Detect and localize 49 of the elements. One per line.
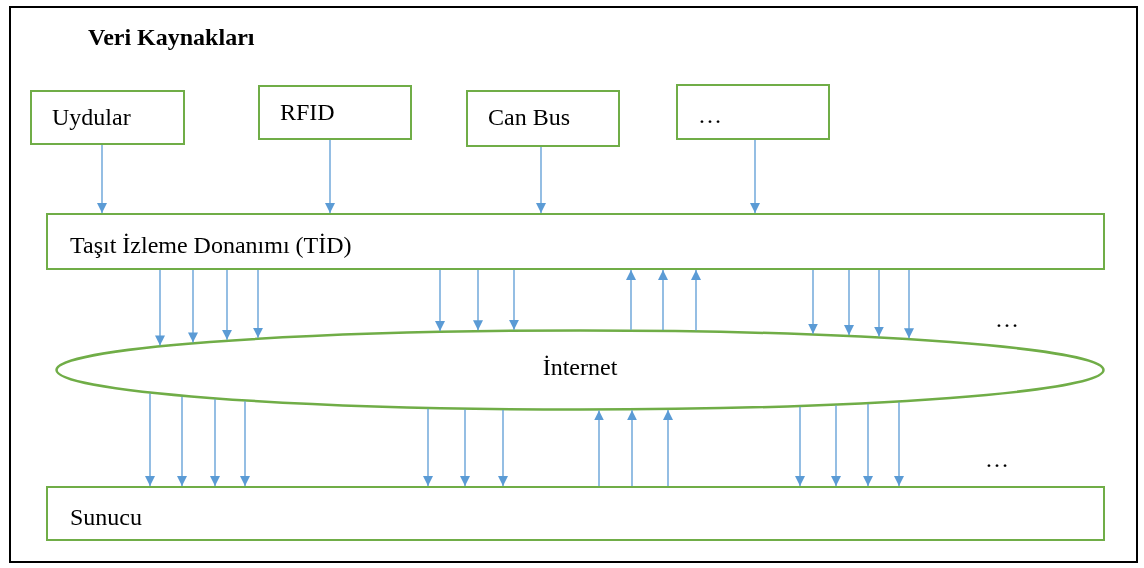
arrow <box>691 269 701 332</box>
arrow <box>627 409 637 487</box>
network-ellipse <box>55 329 1105 411</box>
arrow <box>844 269 854 336</box>
arrow <box>626 269 636 331</box>
arrow <box>594 409 604 487</box>
node-text: Taşıt İzleme Donanımı (TİD) <box>70 232 352 259</box>
node-text: RFID <box>280 99 335 126</box>
arrow <box>188 269 198 344</box>
arrow <box>658 269 668 331</box>
process-box <box>258 85 412 140</box>
arrow <box>473 269 483 331</box>
node-text: Sunucu <box>70 504 142 531</box>
arrow <box>210 398 220 487</box>
process-box <box>466 90 620 147</box>
arrow <box>145 392 155 487</box>
arrow <box>750 139 760 214</box>
arrow <box>831 404 841 487</box>
arrow <box>325 139 335 214</box>
arrow <box>240 400 250 487</box>
ellipsis-label: … <box>995 306 1019 333</box>
arrow <box>863 403 873 487</box>
arrow <box>795 406 805 487</box>
arrow <box>177 396 187 487</box>
arrow <box>253 269 263 339</box>
node-text: Uydular <box>52 104 131 131</box>
arrow <box>460 408 470 487</box>
arrow <box>808 269 818 335</box>
process-box <box>30 90 185 145</box>
arrow <box>536 146 546 214</box>
process-box <box>676 84 830 140</box>
node-text: … <box>698 102 722 129</box>
arrow <box>894 401 904 487</box>
diagram-title: Veri Kaynakları <box>88 24 255 51</box>
arrow <box>435 269 445 332</box>
arrow <box>155 269 165 347</box>
process-box <box>46 213 1105 270</box>
arrow <box>423 408 433 487</box>
process-box <box>46 486 1105 541</box>
arrow <box>498 409 508 487</box>
node-text: İnternet <box>542 354 618 381</box>
arrow <box>509 269 519 331</box>
arrow <box>904 269 914 339</box>
ellipsis-label: … <box>985 446 1009 473</box>
arrow <box>97 144 107 214</box>
arrow <box>663 409 673 487</box>
arrow <box>874 269 884 338</box>
arrow <box>222 269 232 341</box>
node-text: Can Bus <box>488 104 570 131</box>
